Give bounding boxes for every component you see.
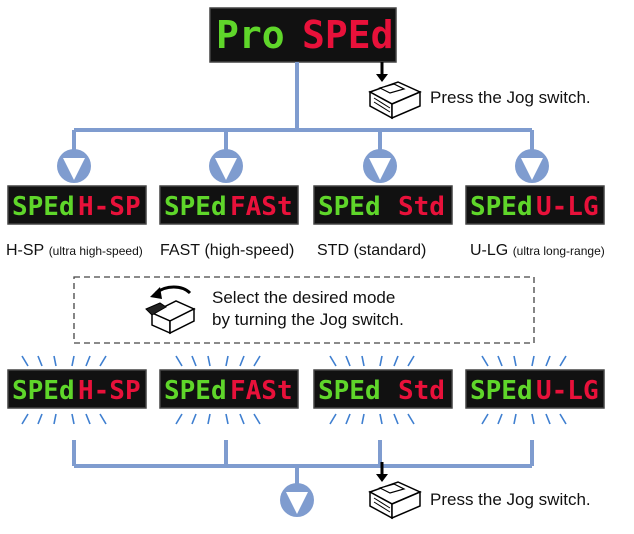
display-left: SPEd <box>318 376 381 406</box>
display-left: SPEd <box>470 192 533 222</box>
mode-desc: (ultra high-speed) <box>48 244 143 258</box>
blink-marks-top <box>21 355 567 367</box>
mode-label-u-lg: U-LG (ultra long-range) <box>470 242 605 260</box>
mode-desc: (standard) <box>353 242 427 259</box>
display-right: FASt <box>230 376 293 406</box>
press-jog-label-bottom: Press the Jog switch. <box>430 490 591 509</box>
mode-desc: (high-speed) <box>204 242 295 259</box>
jog-switch-press-icon-bottom <box>368 462 422 520</box>
mode-label-std: STD (standard) <box>317 242 426 260</box>
flow-lines-bottom <box>72 440 534 484</box>
display-left: SPEd <box>470 376 533 406</box>
mode-label-h-sp: H-SP (ultra high-speed) <box>6 242 143 260</box>
blinking-display-h-sp: SPEd H-SP <box>7 369 147 409</box>
press-jog-label-top: Press the Jog switch. <box>430 88 591 107</box>
mode-display-fast: SPEd FASt <box>159 185 299 225</box>
blinking-display-fast: SPEd FASt <box>159 369 299 409</box>
down-arrow-4 <box>515 149 549 183</box>
down-arrow-bottom <box>280 483 314 517</box>
blink-marks-bottom <box>21 413 567 425</box>
display-left: SPEd <box>12 376 75 406</box>
display-right: Std <box>398 192 445 222</box>
mode-display-row-1: SPEd H-SP SPEd FASt SPEd Std SPEd U-LG <box>7 185 605 225</box>
display-left: SPEd <box>164 192 227 222</box>
jog-switch-press-icon <box>368 62 422 120</box>
mode-code: STD <box>317 242 349 259</box>
top-display-left: Pro <box>216 13 285 57</box>
mode-label-fast: FAST (high-speed) <box>160 242 294 260</box>
top-display-right: SPEd <box>302 13 394 57</box>
mode-code: FAST <box>160 242 201 259</box>
display-left: SPEd <box>12 192 75 222</box>
display-right: FASt <box>230 192 293 222</box>
display-left: SPEd <box>318 192 381 222</box>
select-mode-line-2: by turning the Jog switch. <box>212 310 404 329</box>
mode-display-row-2: SPEd H-SP SPEd FASt SPEd Std SPEd U-LG <box>7 369 605 409</box>
flow-lines-top <box>72 62 534 150</box>
blinking-display-std: SPEd Std <box>313 369 453 409</box>
jog-switch-turn-icon <box>145 285 196 335</box>
mode-desc: (ultra long-range) <box>512 244 605 258</box>
display-left: SPEd <box>164 376 227 406</box>
blinking-display-u-lg: SPEd U-LG <box>465 369 605 409</box>
display-right: H-SP <box>78 192 141 222</box>
display-right: H-SP <box>78 376 141 406</box>
display-right: Std <box>398 376 445 406</box>
mode-code: U-LG <box>470 242 509 259</box>
mode-display-u-lg: SPEd U-LG <box>465 185 605 225</box>
mode-display-h-sp: SPEd H-SP <box>7 185 147 225</box>
mode-code: H-SP <box>6 242 45 259</box>
select-mode-instruction: Select the desired mode by turning the J… <box>212 287 404 331</box>
top-display: Pro SPEd <box>209 7 397 63</box>
mode-display-std: SPEd Std <box>313 185 453 225</box>
display-right: U-LG <box>536 376 599 406</box>
select-mode-box <box>73 276 535 344</box>
down-arrow-1 <box>57 149 91 183</box>
select-mode-line-1: Select the desired mode <box>212 288 396 307</box>
down-arrow-3 <box>363 149 397 183</box>
down-arrow-2 <box>209 149 243 183</box>
display-right: U-LG <box>536 192 599 222</box>
